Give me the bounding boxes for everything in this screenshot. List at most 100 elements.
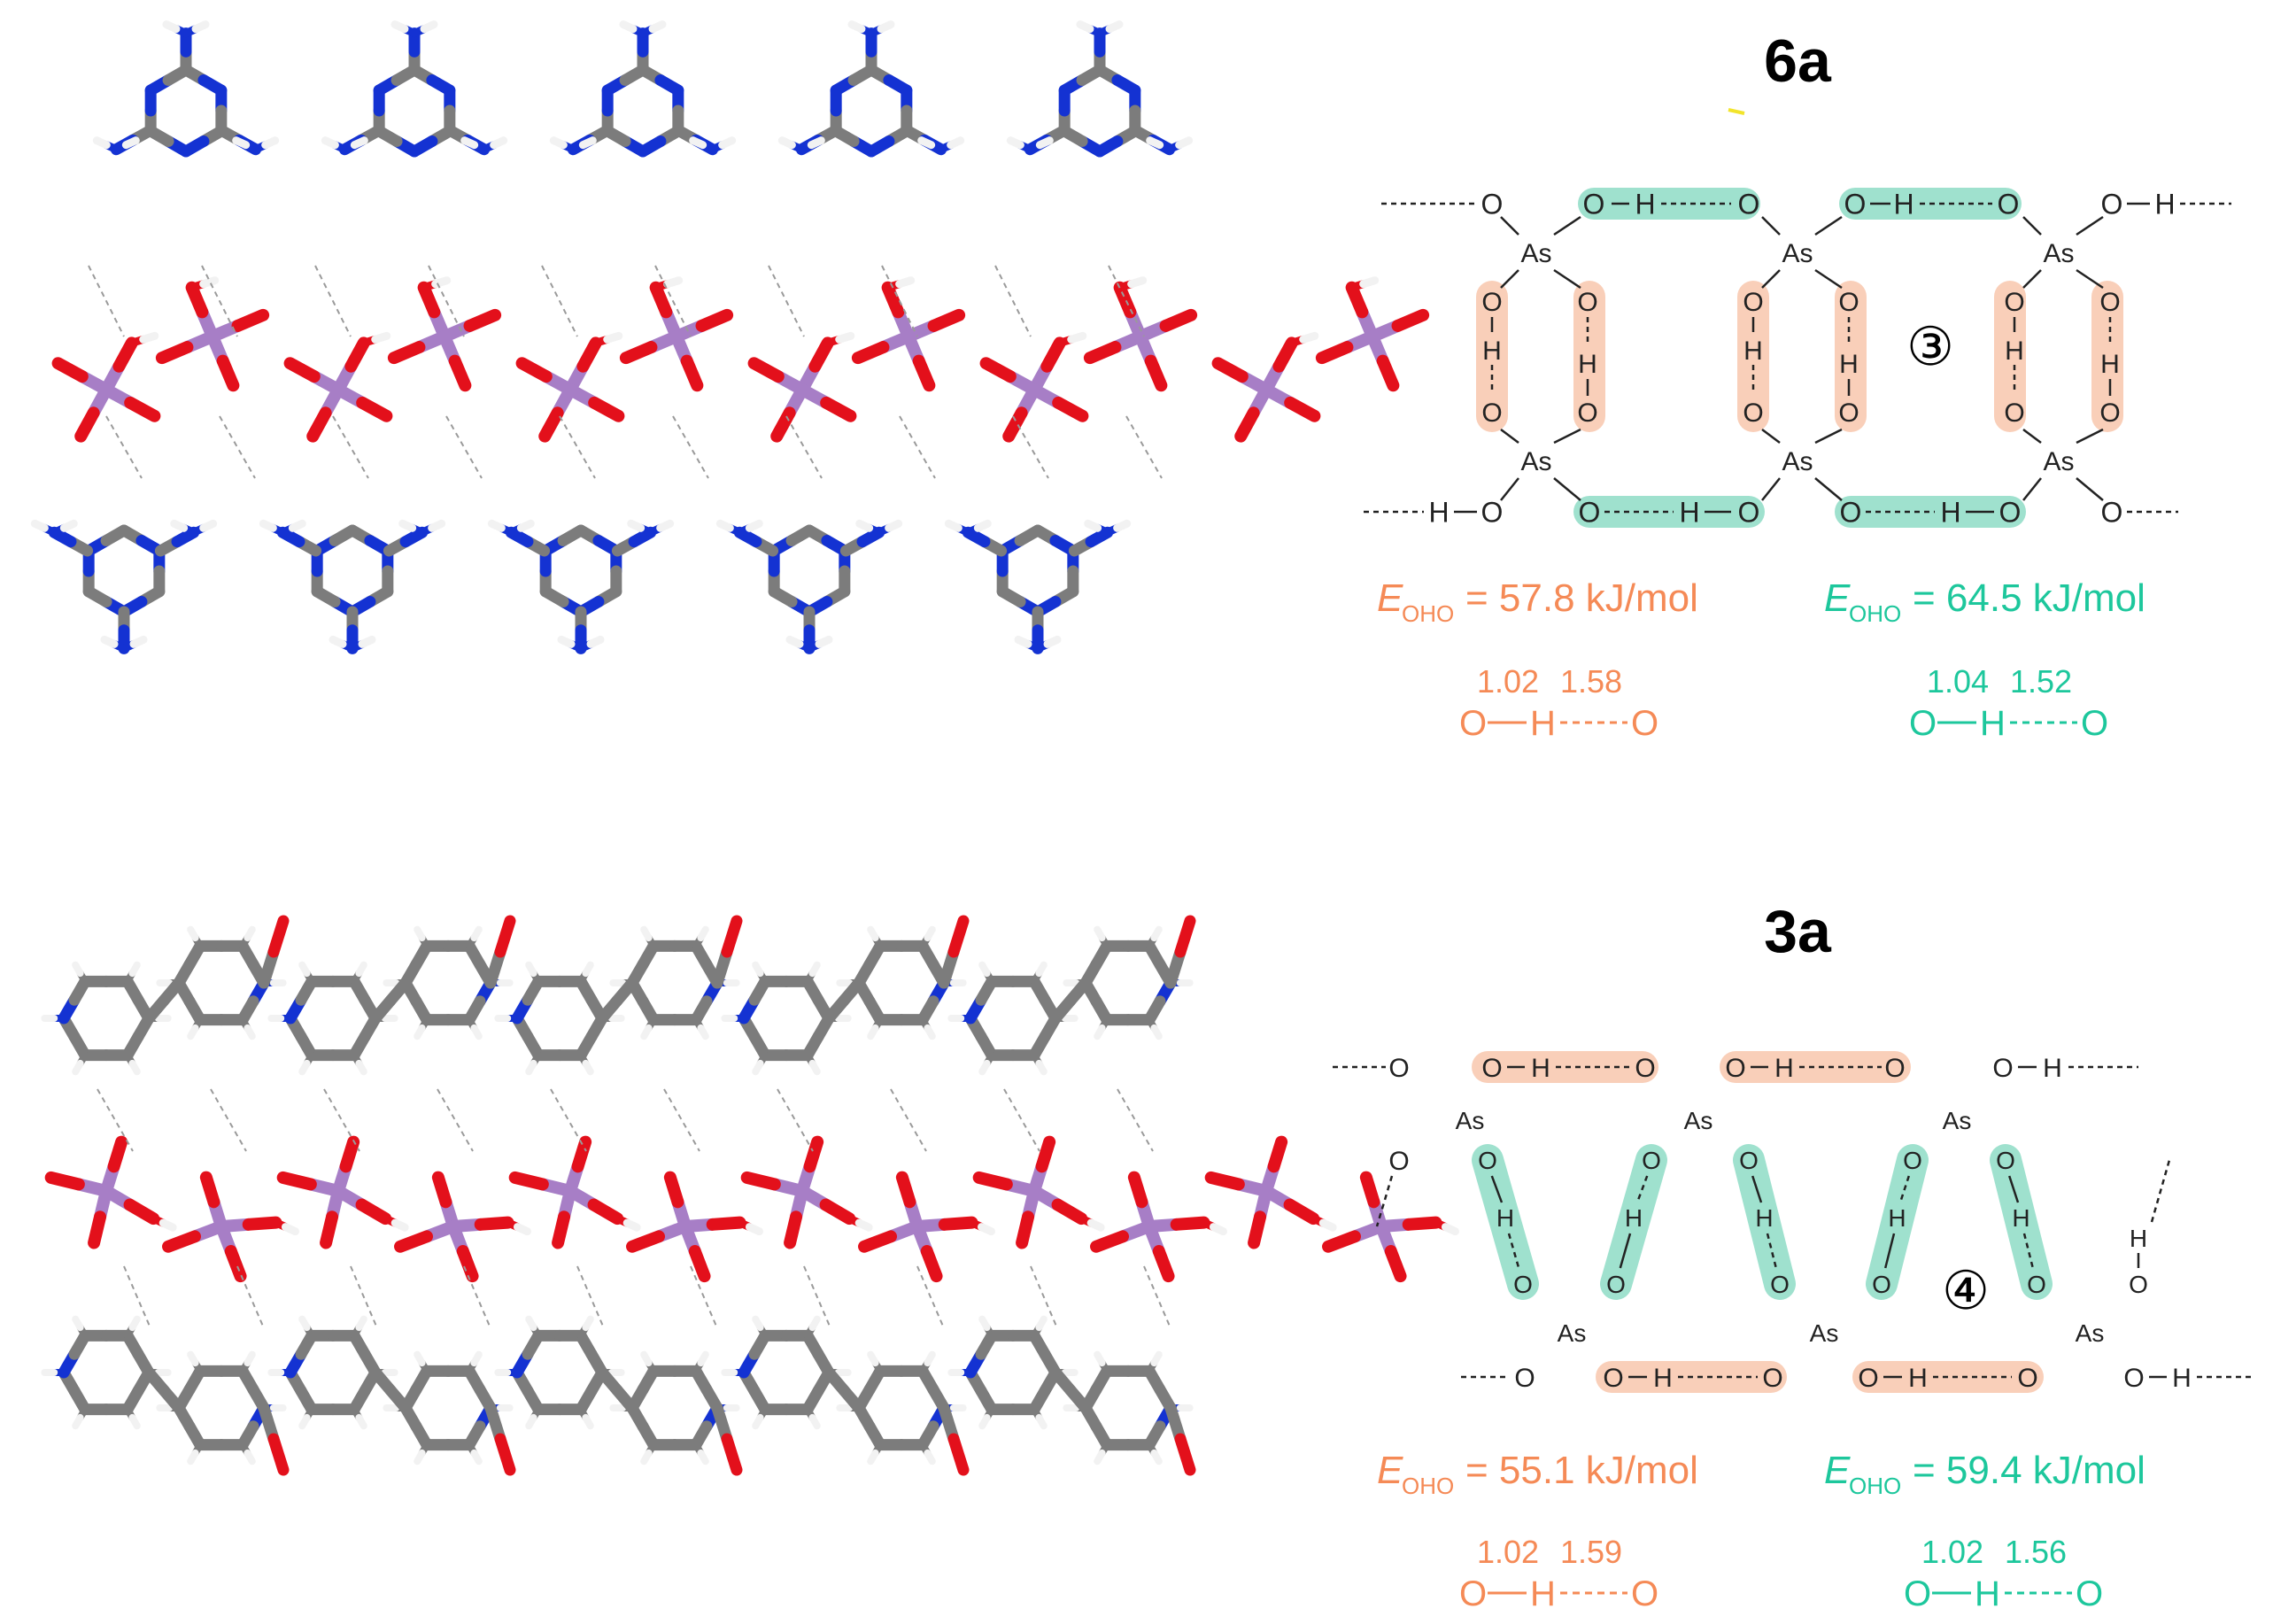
bond-stick	[1359, 1171, 1380, 1209]
bond-stick	[688, 1245, 711, 1283]
bond-stick	[59, 519, 78, 532]
bond-stick	[1283, 1198, 1320, 1226]
bond-stick	[371, 331, 391, 344]
oh-distance: 1.02	[1477, 1534, 1539, 1570]
bond-stick	[244, 925, 256, 942]
atom-label: O	[1844, 189, 1867, 220]
bond-stick	[261, 136, 280, 150]
bond-stick	[350, 136, 368, 150]
bond-stick	[1006, 136, 1024, 150]
bond-stick	[803, 1135, 824, 1173]
covalent-line	[1814, 268, 1843, 290]
atom-label: As	[2043, 447, 2074, 476]
atom-label: H	[1496, 1204, 1514, 1232]
bond-stick	[1043, 635, 1062, 648]
bond-stick	[1094, 925, 1106, 942]
energy-left-3a: E OHO = 55.1 kJ/mol	[1377, 1449, 1698, 1499]
bond-stick	[121, 136, 140, 150]
bond-stick	[938, 1216, 978, 1231]
atom-label: O	[1388, 1054, 1409, 1083]
bond-stick	[649, 281, 673, 319]
bond-stick	[1209, 1223, 1227, 1236]
bond-stick	[549, 136, 568, 150]
atom-label: As	[1943, 1107, 1972, 1134]
bond-geometry-left-3a: 1.02 1.59 O H O	[1459, 1534, 1658, 1613]
bond-stick	[603, 331, 623, 344]
bond-stick	[355, 1198, 392, 1226]
bond-stick	[582, 1059, 594, 1076]
bond-stick	[1152, 1245, 1175, 1283]
covalent-line	[1500, 477, 1519, 501]
bond-stick	[576, 336, 602, 373]
atom-label: O	[1872, 1271, 1891, 1298]
covalent-line	[2022, 269, 2042, 289]
bond-stick	[1076, 20, 1094, 34]
covalent-line	[2076, 477, 2104, 501]
energy-value: = 55.1 kJ/mol	[1465, 1449, 1698, 1492]
bond-stick	[1064, 1384, 1092, 1414]
oxygen-acceptor: O	[1631, 704, 1658, 743]
bond-stick	[1315, 341, 1354, 365]
bond-stick	[431, 1171, 452, 1209]
bond-stick	[1272, 336, 1298, 373]
bond-stick	[977, 1223, 995, 1236]
bond-stick	[1211, 357, 1249, 383]
atom-label: O	[1992, 1054, 2013, 1083]
bond-stick	[808, 1315, 821, 1332]
bond-stick	[288, 519, 306, 532]
bond-stick	[1040, 336, 1066, 373]
bond-stick	[30, 519, 49, 532]
bond-stick	[72, 1059, 84, 1076]
bond-stick	[123, 1198, 160, 1226]
bond-stick	[1035, 1135, 1056, 1173]
bond-stick	[394, 1230, 434, 1253]
bond-stick	[1052, 396, 1089, 422]
bond-stick	[752, 961, 764, 978]
hbond-contact	[890, 1088, 927, 1152]
bond-stick	[697, 925, 709, 942]
bond-stick	[973, 519, 992, 532]
atom-label: O	[2004, 288, 2024, 317]
ho-distance: 1.59	[1560, 1534, 1622, 1570]
oh-distance: 1.04	[1927, 663, 1989, 700]
bond-stick	[571, 1135, 592, 1173]
bond-stick	[216, 354, 240, 392]
melamine-arsenate-crystal-view	[30, 20, 1430, 654]
bond-stick	[1084, 519, 1102, 532]
energy-right-6a: E OHO = 64.5 kJ/mol	[1824, 576, 2145, 627]
bond-stick	[460, 136, 479, 150]
bond-stick	[622, 1218, 641, 1232]
energy-left-6a: E OHO = 57.8 kJ/mol	[1377, 576, 1698, 627]
covalent-line	[1500, 269, 1519, 289]
atom-label: O	[1999, 497, 2022, 529]
energy-symbol: E	[1824, 1449, 1851, 1492]
atom-label: O	[1514, 1364, 1535, 1393]
bond-stick	[785, 635, 804, 648]
bond-stick	[851, 341, 890, 365]
bond-stick	[128, 1413, 141, 1430]
bond-stick	[626, 1230, 666, 1253]
bond-stick	[745, 1223, 763, 1236]
bond-stick	[1035, 1413, 1048, 1430]
bond-stick	[390, 1218, 409, 1232]
bond-stick	[244, 1024, 256, 1040]
bond-stick	[924, 1350, 936, 1367]
bond-stick	[611, 977, 638, 1007]
bond-stick	[947, 915, 970, 958]
bond-stick	[838, 1384, 865, 1414]
hbond-contact	[236, 1265, 265, 1329]
bond-stick	[808, 336, 834, 373]
atom-label: H	[1653, 1364, 1673, 1393]
bond-stick	[972, 1171, 1013, 1191]
covalent-line	[1761, 477, 1781, 501]
bond-stick	[1175, 136, 1194, 150]
hbond-contact	[1143, 1265, 1171, 1329]
hbond-line	[1766, 1233, 1778, 1269]
bond-stick	[578, 136, 597, 150]
bond-stick	[587, 1198, 624, 1226]
atom-label: H	[1839, 350, 1859, 379]
atom-label: O	[1583, 189, 1605, 220]
bond-stick	[640, 1350, 653, 1367]
